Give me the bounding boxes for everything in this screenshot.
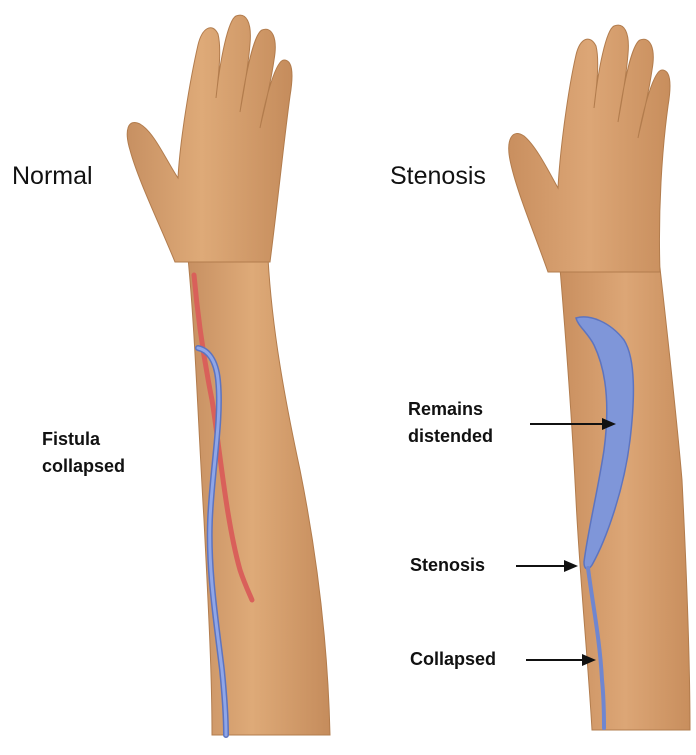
stenosis-arrowhead — [564, 560, 578, 572]
fistula-label-line1: Fistula — [42, 426, 125, 453]
remains-label-line1: Remains — [408, 396, 493, 423]
collapsed-label: Collapsed — [410, 646, 496, 673]
left-arm — [127, 15, 330, 735]
normal-title: Normal — [12, 162, 93, 191]
left-hand — [127, 15, 292, 262]
fistula-label-line2: collapsed — [42, 453, 125, 480]
right-arm — [509, 25, 690, 730]
fistula-collapsed-label: Fistula collapsed — [42, 426, 125, 480]
remains-distended-label: Remains distended — [408, 396, 493, 450]
stenosis-title: Stenosis — [390, 162, 486, 191]
right-hand — [509, 25, 670, 272]
remains-label-line2: distended — [408, 423, 493, 450]
stenosis-label: Stenosis — [410, 552, 485, 579]
